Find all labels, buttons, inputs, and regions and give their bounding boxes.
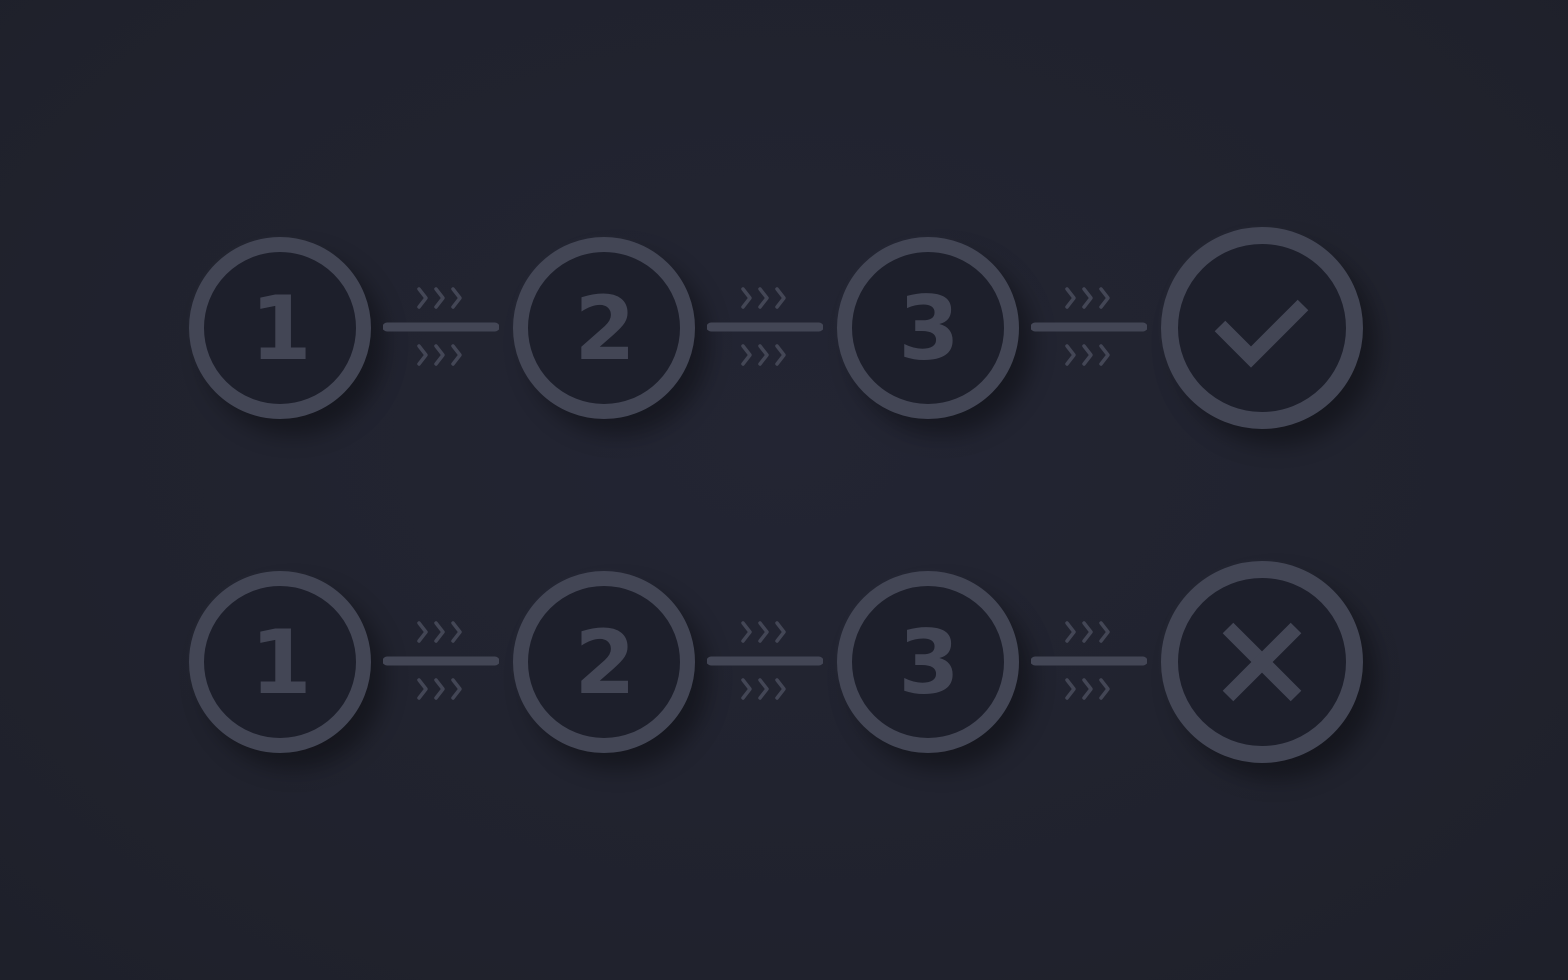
connector-3-result [1031, 282, 1147, 372]
step-circle-2: 2 [513, 237, 695, 419]
connector-2-3 [707, 616, 823, 706]
check-icon [1214, 288, 1310, 368]
chevrons-lower-icon [1065, 344, 1110, 366]
chevrons-lower-icon [1065, 678, 1110, 700]
step-circle-2: 2 [513, 571, 695, 753]
chevrons-lower-icon [741, 678, 786, 700]
chevrons-lower-icon [417, 678, 462, 700]
chevrons-lower-icon [417, 344, 462, 366]
chevrons-upper-icon [741, 287, 786, 309]
step-number: 2 [574, 277, 635, 380]
connector-2-3 [707, 282, 823, 372]
step-number: 1 [250, 277, 311, 380]
step-number: 3 [898, 277, 959, 380]
chevrons-upper-icon [417, 287, 462, 309]
step-circle-3: 3 [837, 237, 1019, 419]
chevrons-upper-icon [417, 621, 462, 643]
chevrons-lower-icon [741, 344, 786, 366]
chevrons-upper-icon [1065, 621, 1110, 643]
result-circle-success [1161, 227, 1363, 429]
step-circle-1: 1 [189, 237, 371, 419]
connector-3-result [1031, 616, 1147, 706]
result-circle-failure [1161, 561, 1363, 763]
step-circle-3: 3 [837, 571, 1019, 753]
connector-1-2 [383, 616, 499, 706]
step-number: 1 [250, 611, 311, 714]
chevrons-upper-icon [1065, 287, 1110, 309]
chevrons-upper-icon [741, 621, 786, 643]
step-circle-1: 1 [189, 571, 371, 753]
step-number: 2 [574, 611, 635, 714]
cross-icon [1222, 622, 1302, 702]
step-number: 3 [898, 611, 959, 714]
connector-1-2 [383, 282, 499, 372]
